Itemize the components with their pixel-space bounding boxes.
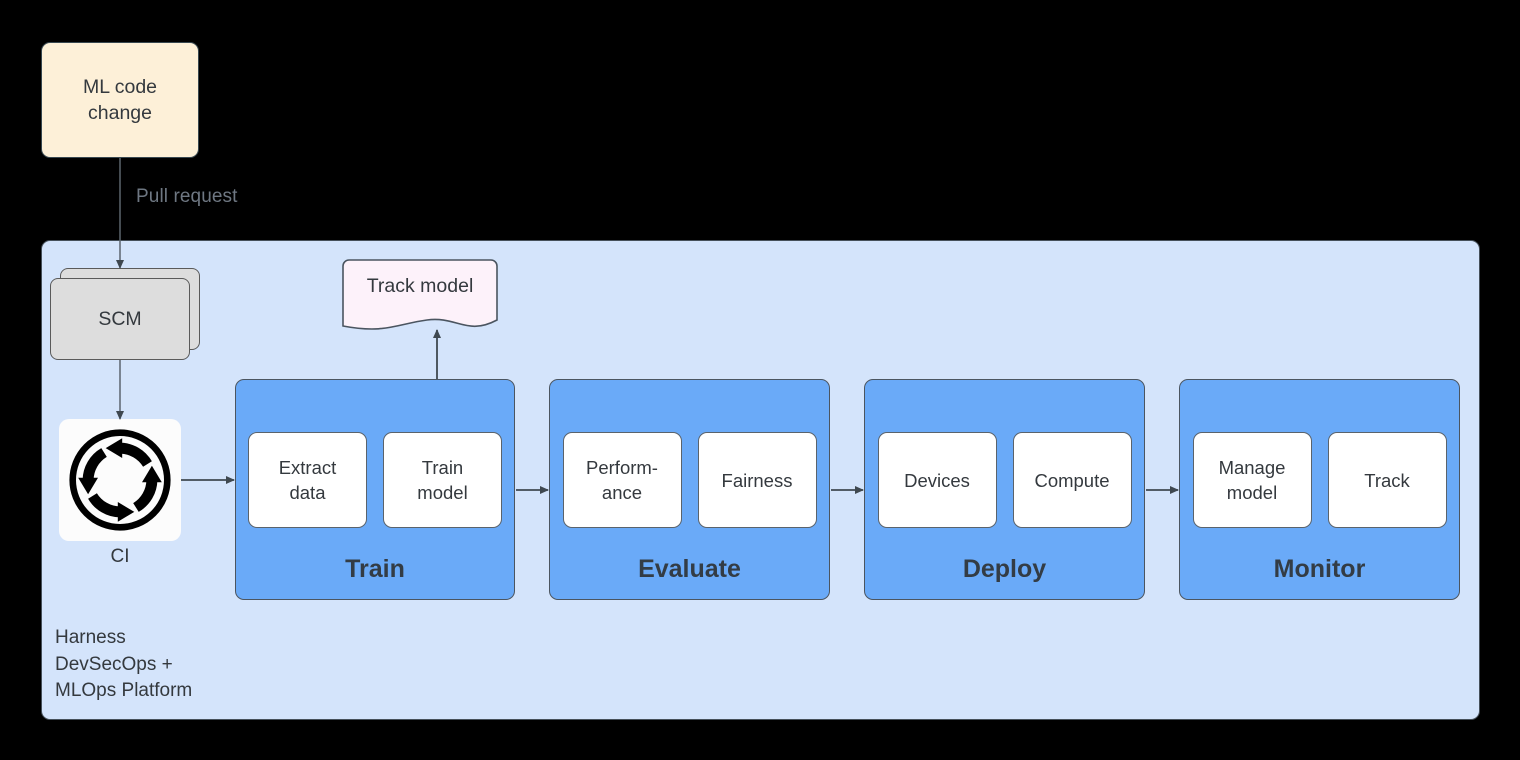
substage-row-deploy: Devices Compute	[865, 432, 1144, 528]
substage-train-model[interactable]: Train model	[383, 432, 502, 528]
stage-train[interactable]: Extract data Train model Train	[235, 379, 515, 600]
substage-row-monitor: Manage model Track	[1180, 432, 1459, 528]
stage-title-train: Train	[345, 555, 405, 583]
substage-track[interactable]: Track	[1327, 432, 1447, 528]
node-ml-code-change[interactable]: ML code change	[41, 42, 199, 158]
ci-icon[interactable]	[59, 419, 181, 541]
continuous-integration-cycle-icon	[69, 429, 171, 531]
substage-devices[interactable]: Devices	[877, 432, 997, 528]
stage-deploy[interactable]: Devices Compute Deploy	[864, 379, 1145, 600]
substage-row-train: Extract data Train model	[236, 432, 514, 528]
note-shape	[342, 259, 498, 330]
ci-label: CI	[110, 546, 130, 567]
scm-stack-front-sheet: SCM	[50, 278, 190, 360]
stage-title-monitor: Monitor	[1273, 555, 1366, 583]
substage-fairness[interactable]: Fairness	[697, 432, 817, 528]
node-track-model-note[interactable]: Track model	[341, 258, 499, 336]
substage-row-evaluate: Perform- ance Fairness	[550, 432, 829, 528]
platform-caption: Harness DevSecOps + MLOps Platform	[55, 627, 193, 701]
edge-label-pull-request: Pull request	[136, 186, 238, 207]
track-model-label: Track model	[366, 275, 474, 297]
substage-compute[interactable]: Compute	[1012, 432, 1132, 528]
substage-performance[interactable]: Perform- ance	[562, 432, 682, 528]
substage-manage-model[interactable]: Manage model	[1192, 432, 1312, 528]
stage-evaluate[interactable]: Perform- ance Fairness Evaluate	[549, 379, 830, 600]
stage-monitor[interactable]: Manage model Track Monitor	[1179, 379, 1460, 600]
stage-title-deploy: Deploy	[962, 555, 1047, 583]
substage-extract-data[interactable]: Extract data	[248, 432, 367, 528]
stage-title-evaluate: Evaluate	[638, 555, 741, 583]
node-scm[interactable]: SCM	[50, 268, 200, 360]
